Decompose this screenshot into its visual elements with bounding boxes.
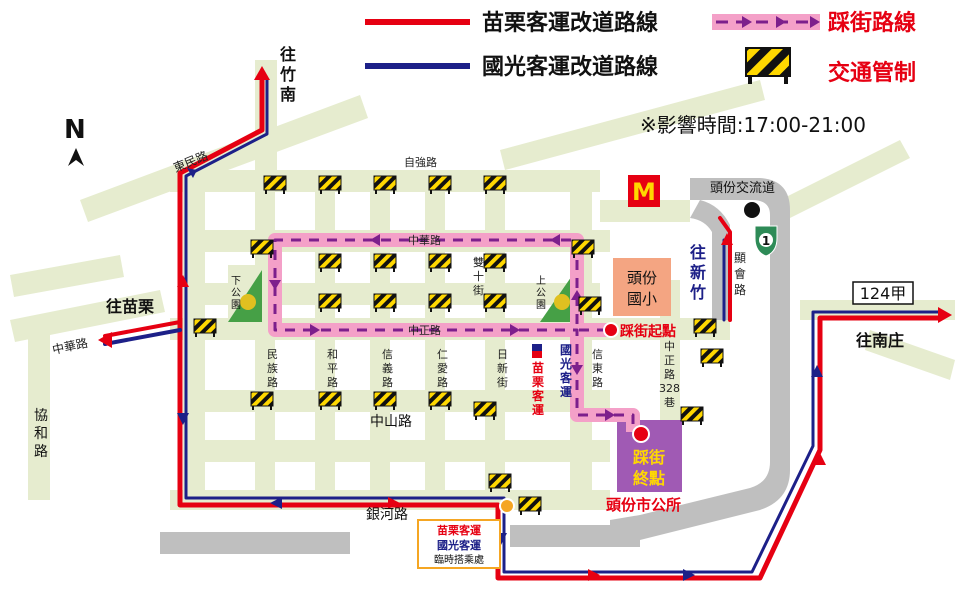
- kuokuang-vertical-1: 國: [560, 343, 572, 357]
- street-ziqiang: 自強路: [404, 156, 437, 169]
- street-shuangshi-1: 雙: [473, 256, 484, 269]
- street-minzu-3: 路: [267, 376, 278, 389]
- to-hsinchu-2: 新: [690, 263, 706, 282]
- mcdonalds-icon: M: [628, 175, 660, 207]
- street-renai-3: 路: [437, 376, 448, 389]
- street-xinyi-2: 義: [382, 361, 393, 375]
- street-rixin-3: 街: [497, 375, 508, 389]
- street-renai-1: 仁: [437, 348, 448, 361]
- street-zhongzheng: 中正路: [408, 324, 441, 337]
- bus-stop-label-2: 國光客運: [437, 538, 482, 552]
- street-zhonghua-left: 中華路: [51, 335, 89, 357]
- lower-park: [228, 265, 262, 325]
- street-rixin-1: 日: [497, 348, 508, 361]
- north-arrow-icon: N: [64, 115, 86, 166]
- parade-route-arrows: [269, 234, 615, 421]
- impact-time: ※影響時間:17:00-21:00: [640, 113, 866, 137]
- street-xindong-3: 路: [592, 376, 603, 389]
- freeway: [160, 178, 790, 554]
- kuokuang-vertical-2: 光: [559, 356, 572, 371]
- miaoli-vertical-4: 運: [532, 403, 544, 417]
- route-124-sign: [852, 281, 914, 305]
- street-shuangshi-2: 十: [473, 269, 484, 283]
- street-minzu-1: 民: [267, 348, 278, 361]
- parade-end-label-1: 踩街: [633, 448, 665, 467]
- street-heping-2: 平: [327, 362, 338, 375]
- interchange-label: 頭份交流道: [710, 180, 775, 196]
- street-heping-3: 路: [327, 376, 338, 389]
- bus-flag-red: [532, 351, 542, 358]
- legend-parade-route: 踩街路線: [828, 10, 916, 36]
- kuokuang-vertical-4: 運: [560, 385, 572, 399]
- to-zhunan-3: 南: [280, 85, 296, 104]
- street-xiehe-3: 路: [34, 444, 48, 460]
- bus-stop-box: [417, 519, 501, 569]
- street-minzu-2: 族: [267, 361, 278, 375]
- to-nanzhuang: 往南庄: [856, 331, 904, 350]
- upper-park-label-2: 公: [536, 288, 546, 299]
- route-124-label: 124甲: [860, 284, 907, 303]
- svg-text:1: 1: [762, 234, 770, 248]
- miaoli-vertical-2: 栗: [532, 375, 544, 389]
- parade-end-label-2: 終點: [633, 469, 665, 488]
- street-zz328-5: 巷: [664, 396, 675, 409]
- street-zz328-1: 中: [664, 340, 675, 353]
- bus-stop-label-1: 苗栗客運: [437, 523, 482, 537]
- bus-stop-label-3: 臨時搭乘處: [434, 553, 484, 566]
- street-zz328-3: 路: [664, 368, 675, 381]
- freeway-shield-icon: 1: [744, 202, 778, 257]
- lower-park-label-2: 公: [231, 288, 241, 299]
- to-hsinchu-1: 往: [690, 243, 706, 262]
- school-label-2: 國小: [627, 290, 657, 308]
- upper-park-label-3: 園: [536, 299, 546, 311]
- street-zhonghua-top: 中華路: [408, 234, 441, 247]
- upper-park-label-1: 上: [536, 275, 546, 287]
- street-shuangshi-3: 街: [473, 283, 484, 297]
- street-xianhui-1: 顯: [734, 251, 746, 265]
- street-xianhui-2: 會: [734, 267, 746, 281]
- legend-miaoli-route: 苗栗客運改道路線: [482, 10, 658, 36]
- street-xiehe-1: 協: [34, 408, 48, 424]
- legend-traffic-control: 交通管制: [828, 60, 916, 86]
- street-xindong-2: 東: [592, 362, 603, 375]
- street-xinyi-3: 路: [382, 376, 393, 389]
- city-hall-label: 頭份市公所: [606, 496, 681, 514]
- lower-park-label-1: 下: [231, 276, 241, 287]
- street-xindong-1: 信: [592, 348, 603, 361]
- street-yinhe: 銀河路: [366, 507, 408, 523]
- svg-text:M: M: [632, 178, 656, 206]
- to-miaoli: 往苗栗: [106, 297, 154, 316]
- street-xiehe-2: 和: [34, 426, 48, 442]
- svg-text:N: N: [64, 115, 86, 145]
- street-renai-2: 愛: [437, 362, 448, 375]
- lower-park-label-3: 園: [231, 299, 241, 311]
- parade-start-marker: [603, 322, 619, 338]
- miaoli-vertical-3: 客: [531, 388, 545, 403]
- to-zhunan-1: 往: [280, 45, 296, 64]
- to-zhunan-2: 竹: [279, 65, 296, 84]
- legend: 苗栗客運改道路線 國光客運改道路線 踩街路線 交通管制 ※影響時間:17:00-…: [365, 10, 916, 137]
- bus-stop-marker: [499, 498, 515, 514]
- street-zz328-4: 328: [659, 382, 680, 395]
- upper-park: [540, 270, 576, 322]
- street-rixin-2: 新: [497, 361, 508, 375]
- parade-start-label: 踩街起點: [620, 323, 676, 340]
- toufen-elementary-school: [613, 258, 671, 316]
- legend-kuokuang-route: 國光客運改道路線: [482, 54, 658, 80]
- miaoli-vertical-1: 苗: [532, 360, 544, 375]
- street-heping-1: 和: [327, 348, 338, 361]
- to-hsinchu-3: 竹: [689, 283, 706, 302]
- street-xianhui-3: 路: [734, 282, 746, 297]
- street-zz328-2: 正: [664, 354, 675, 367]
- street-xinyi-1: 信: [382, 348, 393, 361]
- parade-end-marker: [632, 425, 650, 443]
- street-zhongshan: 中山路: [370, 414, 412, 430]
- kuokuang-vertical-3: 客: [559, 370, 573, 385]
- school-label-1: 頭份: [627, 269, 657, 287]
